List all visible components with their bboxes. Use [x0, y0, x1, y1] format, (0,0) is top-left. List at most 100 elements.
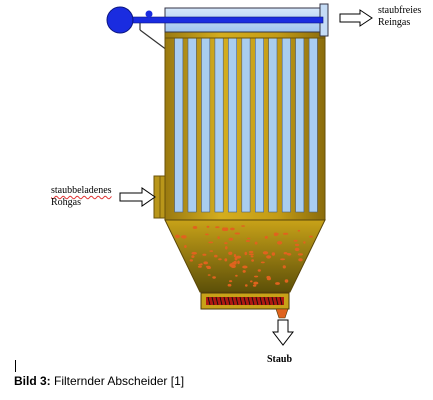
dust-label: Staub [267, 354, 293, 365]
dust-particle [280, 258, 286, 261]
dust-particle [297, 229, 301, 232]
dust-particle [242, 270, 246, 273]
dust-particle [233, 254, 237, 258]
screw-flight [243, 296, 247, 306]
dust-particle [282, 265, 286, 269]
dust-particle [242, 265, 248, 269]
dust-particle [206, 225, 210, 228]
screw-flight [255, 296, 259, 306]
dust-hopper [164, 219, 326, 293]
filter-bag [228, 37, 237, 213]
screw-flights [207, 296, 283, 306]
text-cursor [15, 360, 16, 372]
dust-particle [227, 283, 232, 287]
dust-particle [309, 235, 313, 238]
dust-particle [202, 253, 207, 256]
dust-particle [271, 252, 276, 256]
dust-particle [245, 240, 250, 242]
dust-particle [241, 225, 246, 227]
dust-particle [224, 242, 228, 245]
dust-particle [215, 226, 220, 229]
dust-particle [293, 239, 298, 242]
dust-particle [254, 241, 258, 245]
dust-particle [294, 243, 300, 247]
dust-particle [191, 255, 195, 258]
screw-flight [215, 296, 219, 306]
dust-particle [237, 260, 240, 265]
figure-caption: Bild 3: Filternder Abscheider [1] [14, 374, 184, 388]
dust-particle [250, 255, 254, 258]
dust-particle [297, 253, 303, 256]
clean-gas-label-line1: staubfreies [378, 5, 422, 16]
dust-particle [205, 233, 209, 236]
dust-particle [283, 232, 289, 235]
screw-flight [247, 296, 251, 306]
dust-particle [257, 269, 261, 272]
dust-particle [217, 236, 220, 240]
dust-particle [247, 237, 251, 240]
dust-particle [245, 284, 248, 287]
screw-flight [235, 296, 239, 306]
screw-flight [219, 296, 223, 306]
filter-bags [174, 37, 318, 213]
dust-particle [191, 251, 197, 255]
blower-valve-icon [145, 10, 153, 18]
dust-particle [222, 227, 226, 231]
dust-outlet [275, 308, 289, 319]
dust-particle [294, 247, 300, 252]
dust-particle [189, 259, 193, 262]
dust-particle [248, 253, 254, 256]
dust-particles [174, 225, 313, 287]
screw-flight [275, 296, 279, 306]
screw-flight [211, 296, 215, 306]
dust-particle [234, 232, 240, 235]
dust-particle [212, 276, 216, 279]
dust-particle [251, 259, 255, 262]
dust-particle [184, 245, 187, 248]
dust-particle [266, 276, 271, 281]
dust-particle [286, 253, 291, 255]
blowpipe [129, 16, 324, 24]
screw-flight [267, 296, 271, 306]
filter-bag [295, 37, 305, 213]
dust-particle [192, 226, 198, 229]
dust-particle [250, 280, 253, 283]
dust-particle [225, 246, 228, 250]
raw-gas-label-line2: Rohgas [51, 197, 81, 208]
dust-particle [197, 265, 202, 268]
dust-particle [235, 274, 238, 277]
dust-particle [260, 261, 265, 264]
screw-flight [223, 296, 227, 306]
dust-particle [214, 254, 218, 258]
dust-particle [273, 232, 278, 237]
caption-text: Filternder Abscheider [1] [54, 374, 185, 388]
dust-particle [264, 235, 268, 239]
screw-flight [263, 296, 267, 306]
dust-particle [224, 258, 228, 262]
screw-flight [279, 296, 283, 306]
screw-flight [259, 296, 263, 306]
dust-particle [229, 280, 233, 283]
blower-icon [106, 6, 134, 34]
dust-particle [303, 241, 306, 244]
clean-gas-label: staubfreies Reingas [378, 5, 421, 29]
dust-particle [230, 227, 235, 231]
dust-particle [229, 263, 233, 267]
raw-gas-label: staubbeladenes Rohgas [51, 185, 112, 209]
dust-particle [205, 265, 211, 268]
filter-bag [308, 37, 318, 213]
raw-gas-label-line1: staubbeladenes [51, 185, 112, 196]
dust-particle [209, 250, 214, 252]
screw-flight [251, 296, 255, 306]
dust-particle [208, 241, 214, 244]
dust-particle [266, 255, 272, 259]
filter-bag [268, 37, 278, 213]
dust-particle [254, 275, 259, 278]
screw-flight [207, 296, 211, 306]
dust-particle [207, 274, 211, 276]
dust-particle [284, 279, 289, 283]
screw-flight [227, 296, 231, 306]
screw-flight [239, 296, 243, 306]
dust-arrow-icon [271, 319, 295, 346]
raw-gas-arrow-icon [119, 187, 156, 207]
